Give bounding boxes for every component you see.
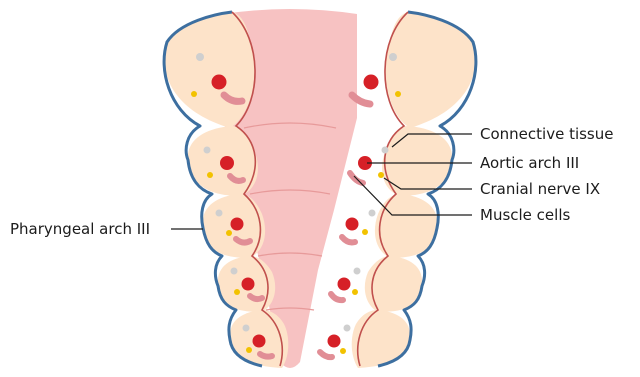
label-connective-tissue: Connective tissue <box>480 125 613 143</box>
aortic-arch-vessel <box>346 218 359 231</box>
aortic-arch-vessel <box>231 218 244 231</box>
nerve-dot <box>352 289 358 295</box>
connective-tissue-cell <box>382 147 389 154</box>
muscle-cell <box>236 239 250 243</box>
label-muscle-cells: Muscle cells <box>480 206 570 224</box>
muscle-cell <box>320 352 332 357</box>
aortic-arch-vessel <box>242 278 255 291</box>
connective-tissue-cell <box>196 53 204 61</box>
nerve-dot <box>191 91 197 97</box>
nerve-dot <box>234 289 240 295</box>
nerve-dot <box>378 172 384 178</box>
aortic-arch-vessel <box>253 335 266 348</box>
nerve-dot <box>226 230 232 236</box>
connective-tissue-cell <box>369 210 376 217</box>
muscle-cell <box>250 296 262 299</box>
label-cranial-nerve: Cranial nerve IX <box>480 180 600 198</box>
aortic-arch-vessel <box>328 335 341 348</box>
connective-tissue-cell <box>231 268 238 275</box>
connective-tissue-cell <box>344 325 351 332</box>
muscle-cell <box>331 294 343 300</box>
nerve-dot <box>207 172 213 178</box>
connective-tissue-cell <box>389 53 397 61</box>
muscle-cell <box>342 237 355 242</box>
nerve-dot <box>395 91 401 97</box>
aortic-arch-vessel <box>220 156 234 170</box>
nerve-dot <box>362 229 368 235</box>
right-arch-5 <box>352 310 410 368</box>
label-aortic-arch: Aortic arch III <box>480 154 579 172</box>
right-arches <box>352 12 476 368</box>
aortic-arch-vessel <box>364 75 379 90</box>
connective-tissue-cell <box>204 147 211 154</box>
nerve-dot <box>246 347 252 353</box>
aortic-arch-vessel <box>338 278 351 291</box>
nerve-dot <box>340 348 346 354</box>
connective-tissue-cell <box>216 210 223 217</box>
label-pharyngeal-arch: Pharyngeal arch III <box>10 220 150 238</box>
connective-tissue-cell <box>354 268 361 275</box>
connective-tissue-cell <box>243 325 250 332</box>
aortic-arch-vessel <box>212 75 227 90</box>
muscle-cell <box>260 354 272 357</box>
